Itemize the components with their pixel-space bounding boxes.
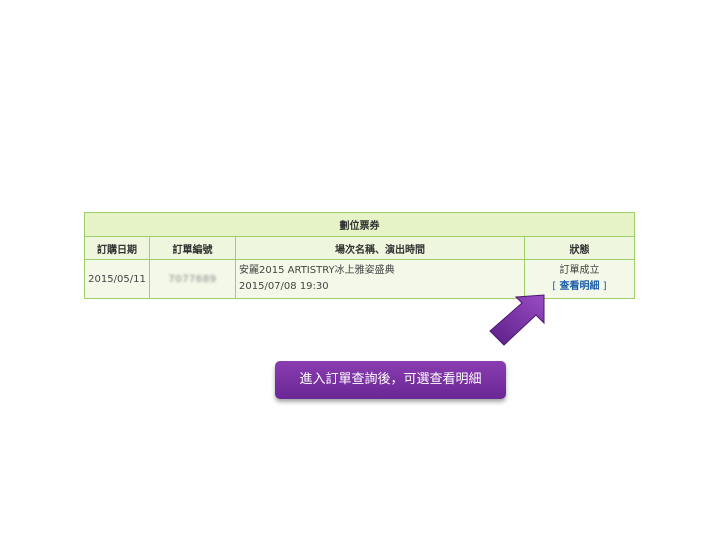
arrow-icon xyxy=(489,294,545,346)
header-event: 場次名稱、演出時間 xyxy=(235,236,525,260)
detail-link-wrap: [ 查看明細 ] xyxy=(525,279,634,295)
event-name: 安麗2015 ARTISTRY冰上雅姿盛典 xyxy=(239,265,395,276)
order-number: 7077689 xyxy=(168,273,217,285)
status-cell: 訂單成立 [ 查看明細 ] xyxy=(524,259,635,299)
bracket-close: ] xyxy=(602,281,607,292)
table-title: 劃位票券 xyxy=(84,212,635,237)
order-status: 訂單成立 xyxy=(559,265,600,276)
table-header-row: 訂購日期 訂單編號 場次名稱、演出時間 狀態 xyxy=(84,236,635,260)
instruction-callout: 進入訂單查詢後，可選查看明細 xyxy=(275,361,506,399)
order-date: 2015/05/11 xyxy=(84,259,150,299)
header-status: 狀態 xyxy=(524,236,635,260)
order-table: 劃位票券 訂購日期 訂單編號 場次名稱、演出時間 狀態 2015/05/11 7… xyxy=(84,212,635,299)
view-details-link[interactable]: 查看明細 xyxy=(559,281,600,292)
header-date: 訂購日期 xyxy=(84,236,150,260)
order-number-cell: 7077689 xyxy=(149,259,236,299)
header-order-no: 訂單編號 xyxy=(149,236,236,260)
table-title-row: 劃位票券 xyxy=(84,212,635,237)
bracket-open: [ xyxy=(552,281,557,292)
event-cell: 安麗2015 ARTISTRY冰上雅姿盛典 2015/07/08 19:30 xyxy=(235,259,525,299)
event-time: 2015/07/08 19:30 xyxy=(239,281,329,292)
table-row: 2015/05/11 7077689 安麗2015 ARTISTRY冰上雅姿盛典… xyxy=(84,259,635,299)
